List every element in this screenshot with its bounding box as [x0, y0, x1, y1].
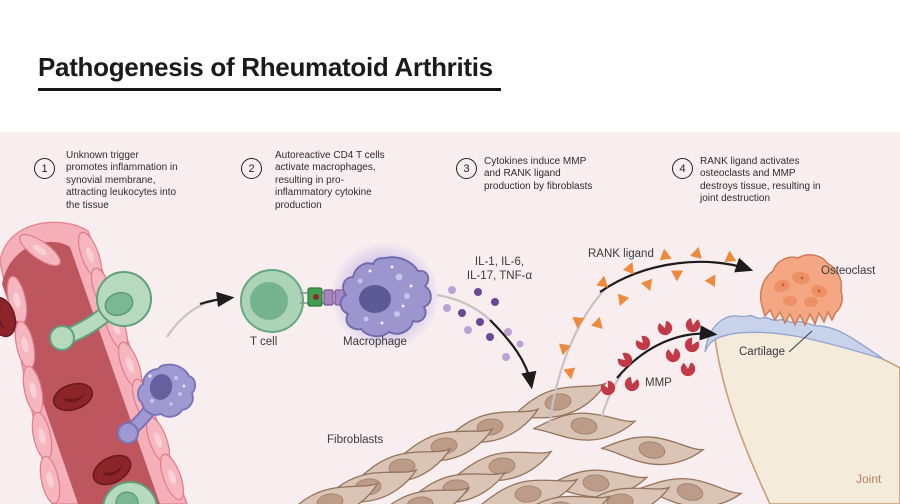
step-1-number: 1 — [34, 158, 55, 179]
blood-vessel — [0, 221, 189, 504]
cytokine-dots — [443, 286, 524, 361]
leukocyte-green-bottom — [102, 481, 158, 504]
cartilage-pointer-line — [788, 330, 813, 353]
step-1-text: Unknown trigger promotes inflammation in… — [66, 150, 178, 211]
mmp-label: MMP — [645, 377, 672, 389]
macrophage — [330, 241, 440, 351]
arrow-mmp — [599, 325, 718, 420]
step-4-number: 4 — [672, 158, 693, 179]
joint-label: Joint — [856, 472, 882, 486]
step-3-number: 3 — [456, 158, 477, 179]
rank-ligand-label: RANK ligand — [588, 248, 654, 260]
leukocyte-purple-extravasating — [117, 363, 196, 444]
macrophage-label: Macrophage — [343, 336, 407, 348]
cytokines-label: IL-1, IL-6, IL-17, TNF-α — [466, 256, 533, 282]
osteoclast — [759, 254, 843, 327]
t-cell — [240, 269, 304, 333]
t-cell-label: T cell — [250, 336, 278, 348]
rank-ligand-triangles — [556, 245, 737, 381]
step-2-number: 2 — [241, 158, 262, 179]
cartilage-label: Cartilage — [739, 346, 786, 358]
cartilage — [704, 314, 884, 360]
leukocyte-green-extravasating — [49, 271, 152, 351]
arrow-cytokines — [436, 293, 537, 390]
fibroblasts-label: Fibroblasts — [327, 434, 384, 446]
arrow-vessel-to-tcell — [166, 291, 235, 338]
step-4-text: RANK ligand activates osteoclasts and MM… — [700, 156, 821, 205]
step-3-text: Cytokines induce MMP and RANK ligand pro… — [484, 156, 593, 192]
page-title: Pathogenesis of Rheumatoid Arthritis — [38, 53, 501, 91]
osteoclast-label: Osteoclast — [821, 265, 876, 277]
step-2-text: Autoreactive CD4 T cells activate macrop… — [275, 150, 385, 211]
